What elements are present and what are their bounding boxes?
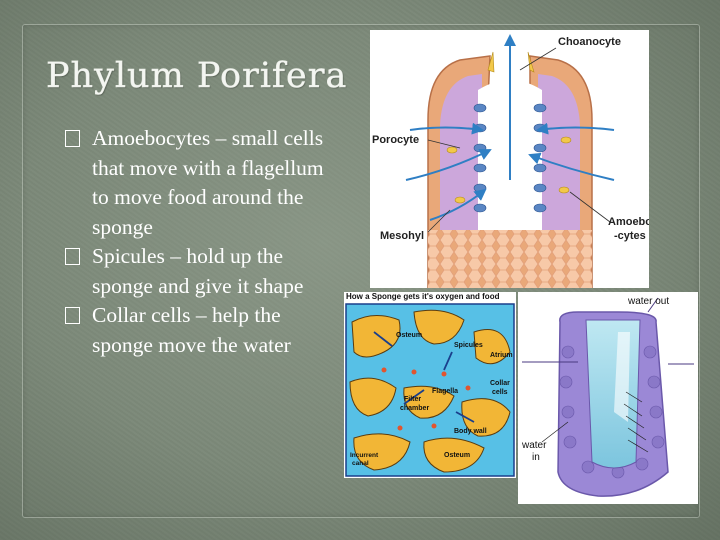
label-collar: Collar	[490, 380, 510, 387]
label-incurrent: Incurrent	[350, 452, 379, 459]
bullet-text: Amoebocytes – small cells that move with…	[92, 126, 324, 239]
label-porocyte: Porocyte	[372, 134, 420, 146]
sponge-oxygen-figure: How a Sponge gets it's oxygen and food O…	[344, 292, 516, 478]
label-chamber: chamber	[400, 405, 430, 412]
label-water-out: water out	[628, 296, 670, 307]
label-flagella: Flagella	[432, 388, 459, 395]
bullet-box-icon	[65, 307, 80, 324]
label-water-in: water	[522, 440, 547, 451]
label-filter: Filter	[404, 396, 422, 403]
bullet-box-icon	[65, 130, 80, 147]
label-osteum: Osteum	[396, 332, 423, 339]
bullet-box-icon	[65, 248, 80, 265]
label-choanocyte: Choanocyte	[558, 36, 621, 48]
slide-frame	[22, 24, 700, 518]
label-mesohyl: Mesohyl	[380, 230, 425, 242]
label-atrium: Atrium	[490, 352, 513, 359]
label-amoebocytes-2: -cytes	[614, 230, 646, 242]
label-cells: cells	[492, 389, 508, 396]
bullet-list: Amoebocytes – small cells that move with…	[62, 124, 342, 360]
sponge-water-flow-figure: water out water in	[518, 292, 698, 504]
label-water-in-2: in	[532, 452, 540, 463]
bullet-text: Spicules – hold up the sponge and give i…	[92, 244, 304, 298]
label-amoebocytes: Amoebo-	[608, 216, 649, 228]
label-body-wall: Body wall	[454, 428, 487, 435]
bullet-item: Collar cells – help the sponge move the …	[62, 301, 342, 360]
label-canal: canal	[352, 460, 369, 467]
bullet-text: Collar cells – help the sponge move the …	[92, 303, 291, 357]
slide-title: Phylum Porifera	[46, 56, 348, 97]
bullet-item: Amoebocytes – small cells that move with…	[62, 124, 342, 242]
bullet-item: Spicules – hold up the sponge and give i…	[62, 242, 342, 301]
sponge-cells-figure: Choanocyte Porocyte Amoebo- -cytes Mesoh…	[370, 30, 649, 288]
figure-caption: How a Sponge gets it's oxygen and food	[346, 292, 500, 301]
label-spicules: Spicules	[454, 342, 483, 349]
label-osteum-2: Osteum	[444, 452, 471, 459]
